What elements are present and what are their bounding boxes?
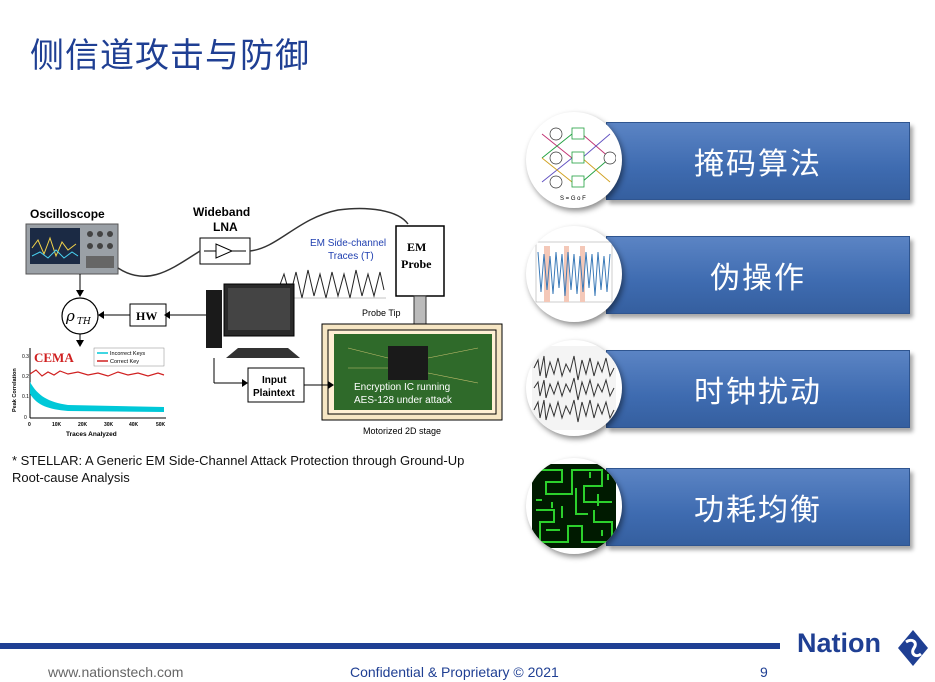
cema-label: CEMA (34, 350, 74, 365)
defense-item-clock-jitter: 时钟扰动 (526, 340, 926, 436)
stage-label: Motorized 2D stage (363, 426, 441, 436)
input-label-1: Input (262, 375, 287, 386)
lna-label-2: LNA (213, 220, 238, 234)
svg-text:0: 0 (28, 422, 31, 428)
computer-icon (206, 283, 300, 358)
chip-label-1: Encryption IC running (354, 382, 450, 393)
em-probe-label-2: Probe (401, 257, 432, 271)
cema-chart: CEMA Incorrect Keys Correct Key 0.3 0.2 … (12, 347, 166, 438)
defense-label: 掩码算法 (694, 147, 822, 182)
rho-subscript: TH (77, 317, 91, 327)
legend-incorrect: Incorrect Keys (110, 351, 145, 357)
footer-divider (0, 643, 780, 649)
footer-confidential: Confidential & Proprietary © 2021 (350, 664, 559, 680)
defense-label: 功耗均衡 (694, 493, 822, 528)
incorrect-keys-band (30, 382, 164, 412)
defense-bar: 掩码算法 (606, 122, 910, 200)
x-axis-label: Traces Analyzed (66, 431, 117, 438)
footnote-citation: * STELLAR: A Generic EM Side-Channel Att… (12, 453, 465, 485)
input-plaintext-box (247, 367, 305, 403)
defense-bar: 时钟扰动 (606, 350, 910, 428)
svg-text:10K: 10K (52, 422, 62, 428)
maze-icon (526, 458, 622, 554)
oscilloscope-icon (25, 223, 119, 275)
em-traces-label-2: Traces (T) (328, 251, 374, 262)
y-axis-label: Peak Correlation (12, 368, 18, 412)
input-label-2: Plaintext (253, 388, 295, 399)
defense-label: 伪操作 (710, 261, 806, 296)
svg-text:50K: 50K (156, 422, 166, 428)
lna-label-1: Wideband (193, 205, 250, 219)
defense-item-dummy-ops: 伪操作 (526, 226, 926, 322)
svg-text:0: 0 (24, 415, 27, 421)
nation-logo: Nation (797, 628, 881, 658)
amplifier-icon (199, 237, 251, 265)
nation-logo-mark-icon (898, 630, 928, 666)
hw-label: HW (136, 309, 157, 323)
defense-item-power-balance: 功耗均衡 (526, 458, 926, 554)
em-traces-label-1: EM Side-channel (310, 238, 386, 249)
em-attack-setup-diagram: Oscilloscope Wideband LNA EM Side-channe… (12, 205, 503, 438)
svg-text:0.3: 0.3 (22, 354, 29, 360)
nn-caption: S = G o F (560, 196, 586, 202)
legend-correct: Correct Key (110, 359, 139, 365)
waveform-icon (526, 340, 622, 436)
svg-text:40K: 40K (129, 422, 139, 428)
oscilloscope-label: Oscilloscope (30, 207, 105, 221)
slide-title: 侧信道攻击与防御 (30, 36, 310, 76)
defense-bar: 功耗均衡 (606, 468, 910, 546)
defense-label: 时钟扰动 (694, 375, 822, 410)
correct-key-line (29, 369, 165, 377)
em-probe-label-1: EM (407, 240, 426, 254)
svg-text:0.2: 0.2 (22, 374, 29, 380)
svg-text:30K: 30K (104, 422, 114, 428)
trace-plot-icon (526, 226, 622, 322)
em-trace-waveform (277, 269, 385, 299)
probe-tip-label: Probe Tip (362, 308, 401, 318)
rho-symbol: ρ (65, 307, 75, 325)
chip-label-2: AES-128 under attack (354, 395, 453, 406)
defense-item-masking: 掩码算法 S = G o F (526, 112, 926, 208)
defense-bar: 伪操作 (606, 236, 910, 314)
svg-text:0.1: 0.1 (22, 394, 29, 400)
svg-text:20K: 20K (78, 422, 88, 428)
network-diagram-icon: S = G o F (526, 112, 622, 208)
footer-url: www.nationstech.com (48, 664, 184, 680)
page-number: 9 (760, 664, 768, 680)
